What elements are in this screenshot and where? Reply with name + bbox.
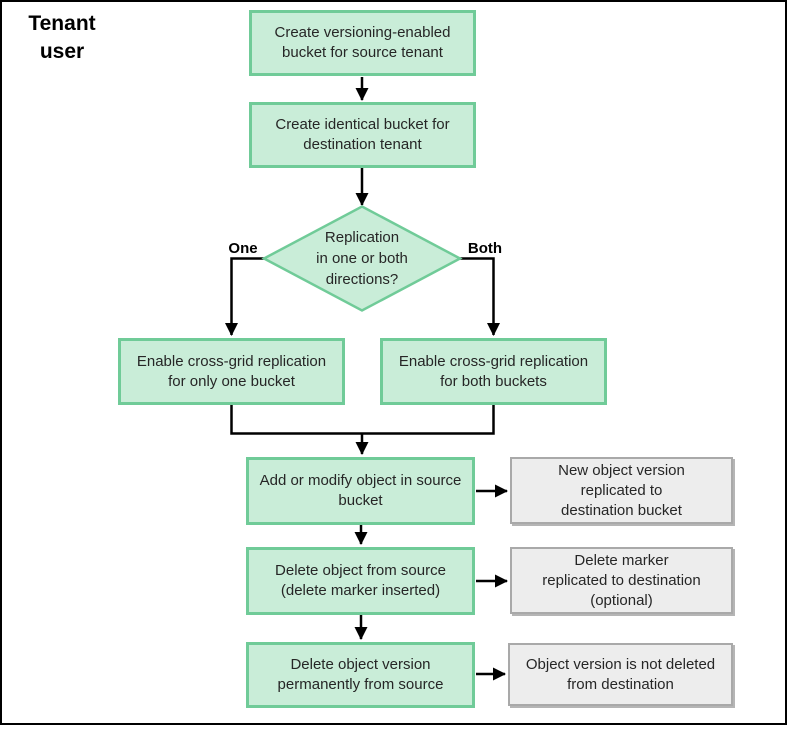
actor-label: Tenant user [28, 12, 96, 63]
result-new-object-version: New object version replicated to destina… [510, 457, 733, 524]
branch-label-both: Both [467, 240, 503, 257]
result-not-deleted: Object version is not deleted from desti… [508, 643, 733, 706]
node-enable-one-bucket: Enable cross-grid replication for only o… [118, 338, 345, 405]
result-delete-marker: Delete marker replicated to destination … [510, 547, 733, 614]
merge-connector [230, 405, 495, 435]
node-add-modify-object: Add or modify object in source bucket [246, 457, 475, 525]
node-delete-object-version: Delete object version permanently from s… [246, 642, 475, 708]
decision-label: Replication in one or both directions? [316, 229, 408, 288]
branch-both-connector [460, 257, 500, 336]
node-create-source-bucket: Create versioning-enabled bucket for sou… [249, 10, 476, 76]
node-create-destination-bucket: Create identical bucket for destination … [249, 102, 476, 168]
node-enable-both-buckets: Enable cross-grid replication for both b… [380, 338, 607, 405]
branch-label-one: One [228, 240, 258, 257]
decision-diamond [261, 205, 463, 312]
node-delete-object-source: Delete object from source (delete marker… [246, 547, 475, 615]
branch-one-connector [225, 257, 264, 336]
